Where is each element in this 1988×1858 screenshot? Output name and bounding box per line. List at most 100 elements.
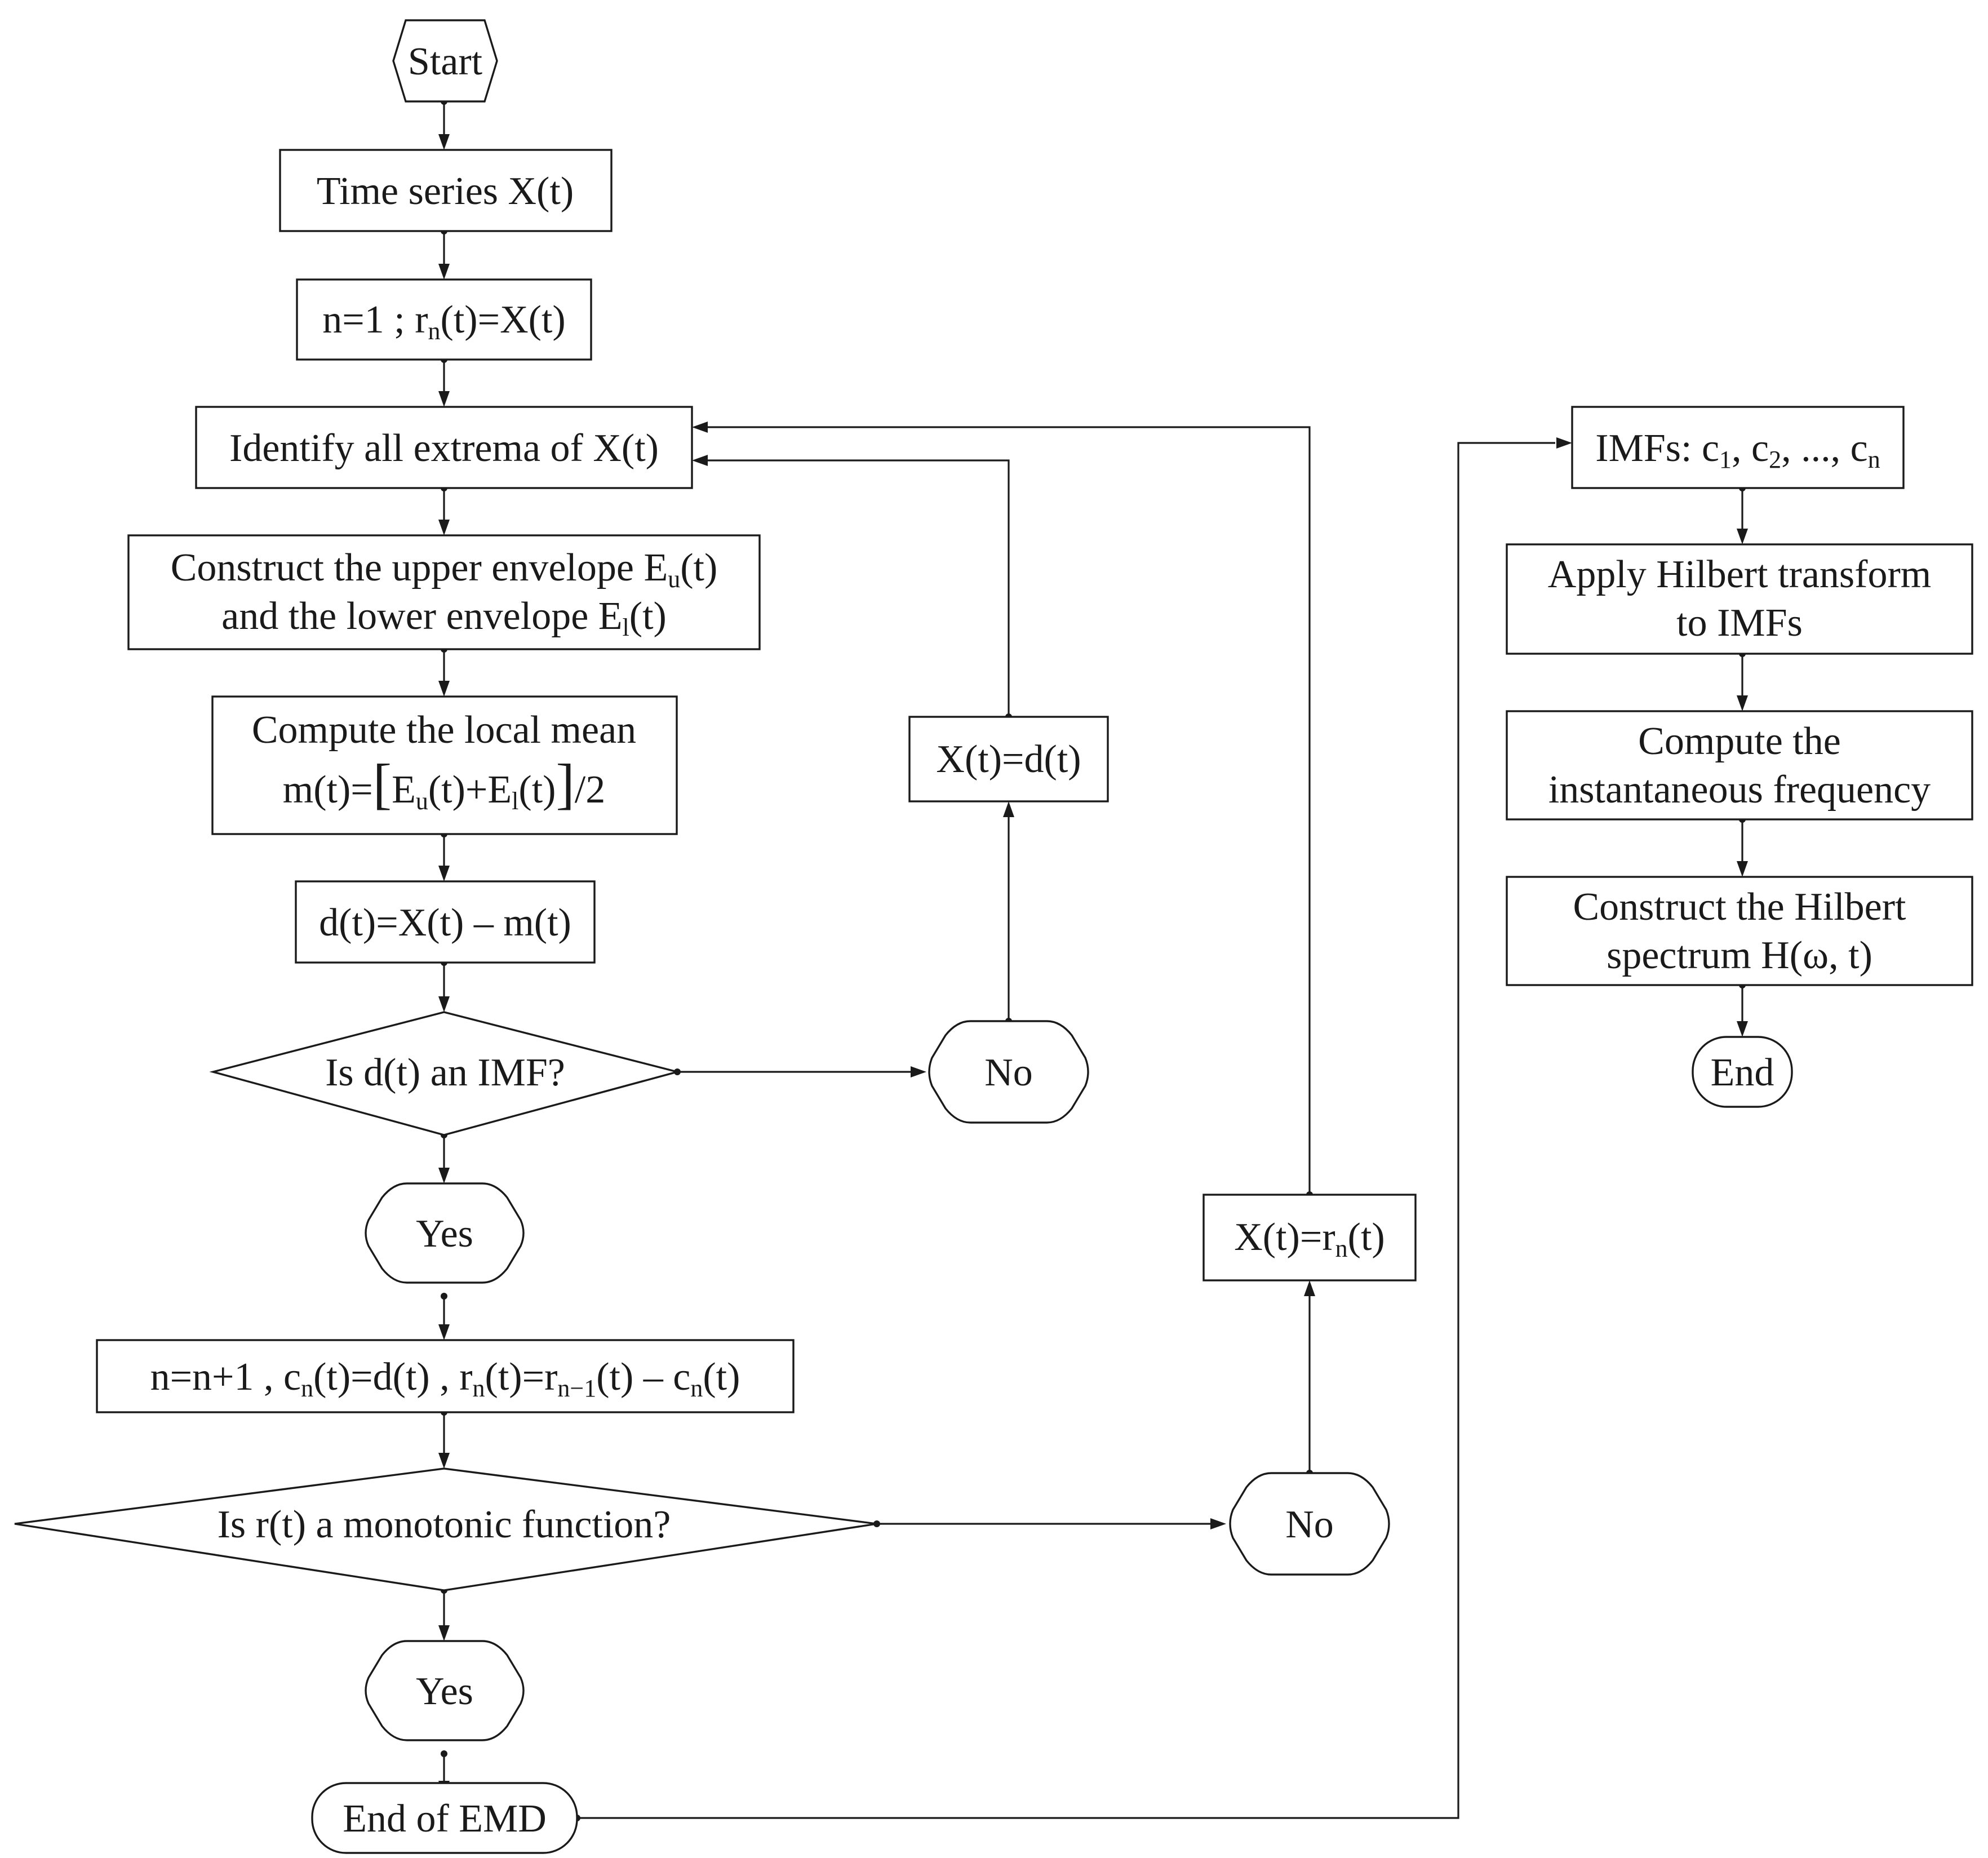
detail-box: d(t)=X(t) – m(t)	[295, 880, 596, 964]
junction-dot	[441, 1750, 447, 1757]
local-mean-subscript: l	[512, 787, 518, 815]
connector-end-emd-to-imfs	[577, 442, 1555, 1819]
update-subscript: n−1	[557, 1374, 596, 1402]
arrowhead-identify-to-envelope	[438, 520, 450, 535]
imfs-part: , ..., c	[1781, 427, 1868, 470]
arrowhead-detail-to-decision	[438, 996, 450, 1012]
yes-imf-label: Yes	[416, 1212, 473, 1256]
init-label-subscript: n	[428, 317, 441, 345]
no-monotonic-label: No	[1285, 1503, 1334, 1546]
envelope-line2-part: (t)	[629, 595, 667, 638]
x-eq-r-part: X(t)=r	[1234, 1216, 1335, 1259]
local-mean-part: (t)	[518, 768, 556, 812]
hilbert-spectrum-label-line1: Construct the Hilbert	[1573, 885, 1906, 929]
arrowhead-start-to-timeseries	[438, 134, 450, 150]
junction-dot	[441, 1293, 447, 1300]
x-eq-d-box: X(t)=d(t)	[908, 716, 1109, 802]
arrowhead-init-to-identify	[438, 391, 450, 407]
arrowhead-x-eq-r-to-identify	[692, 422, 708, 433]
no-imf-terminal: No	[928, 1020, 1089, 1124]
local-mean-subscript: u	[416, 787, 428, 815]
arrowhead-instfreq-to-spectrum	[1737, 861, 1748, 877]
connector-x-eq-d-to-identify	[704, 459, 1010, 717]
end-of-emd-terminal: End of EMD	[311, 1782, 578, 1854]
end-label: End	[1711, 1051, 1774, 1094]
arrowhead-decision-imf-to-yes	[438, 1168, 450, 1183]
no-monotonic-terminal: No	[1229, 1472, 1390, 1576]
x-eq-r-label: X(t)=rn(t)	[1234, 1216, 1385, 1262]
init-label: n=1 ; rn(t)=X(t)	[322, 298, 565, 345]
envelope-box: Construct the upper envelope Eu(t) and t…	[127, 534, 761, 650]
arrowhead-timeseries-to-init	[438, 264, 450, 280]
end-terminal: End	[1692, 1036, 1793, 1108]
arrowhead-x-eq-d-to-identify	[692, 455, 708, 466]
local-mean-label-line1: Compute the local mean	[252, 708, 636, 752]
arrowhead-imfs-to-hilbert	[1737, 529, 1748, 544]
arrowhead-no-imf-to-x-eq-d	[1003, 801, 1014, 817]
local-mean-bracket-open: [	[373, 752, 392, 815]
arrowhead-end-emd-to-imfs	[1556, 437, 1572, 449]
arrowhead-spectrum-to-end	[1737, 1021, 1748, 1037]
imfs-subscript: n	[1868, 446, 1880, 473]
arrowhead-update-to-decision	[438, 1453, 450, 1469]
no-imf-label: No	[984, 1051, 1033, 1094]
init-box: n=1 ; rn(t)=X(t)	[296, 278, 592, 361]
arrowhead-decision-imf-to-no	[911, 1066, 926, 1077]
local-mean-part: (t)+E	[428, 768, 512, 812]
arrowhead-hilbert-to-instfreq	[1737, 695, 1748, 711]
imfs-box: IMFs: c1, c2, ..., cn	[1571, 406, 1905, 489]
identify-extrema-box: Identify all extrema of X(t)	[195, 406, 693, 489]
local-mean-part: m(t)=	[283, 768, 373, 812]
update-part: n=n+1 , c	[150, 1355, 301, 1399]
update-box: n=n+1 , cn(t)=d(t) , rn(t)=rn−1(t) – cn(…	[96, 1339, 795, 1413]
yes-imf-terminal: Yes	[365, 1182, 525, 1284]
envelope-label-line2: and the lower envelope El(t)	[221, 595, 667, 641]
envelope-line1-subscript: u	[668, 565, 680, 593]
arrowheads	[438, 134, 1748, 1797]
decision-is-monotonic: Is r(t) a monotonic function?	[14, 1467, 877, 1591]
hilbert-transform-box: Apply Hilbert transform to IMFs	[1506, 543, 1973, 655]
x-eq-r-box: X(t)=rn(t)	[1202, 1194, 1417, 1281]
imfs-subscript: 2	[1769, 446, 1781, 473]
update-part: (t)	[703, 1355, 740, 1399]
update-part: (t) – c	[596, 1355, 690, 1399]
update-subscript: n	[301, 1374, 313, 1402]
x-eq-d-label: X(t)=d(t)	[936, 738, 1081, 781]
time-series-box: Time series X(t)	[279, 149, 613, 232]
local-mean-part: E	[392, 768, 416, 812]
envelope-line1-part: Construct the upper envelope E	[171, 546, 668, 589]
arrowhead-localmean-to-detail	[438, 866, 450, 881]
envelope-line1-part: (t)	[680, 546, 717, 589]
imfs-label: IMFs: c1, c2, ..., cn	[1595, 427, 1880, 473]
imfs-subscript: 1	[1719, 446, 1732, 473]
local-mean-label-line2: m(t)=[Eu(t)+El(t)]/2	[283, 752, 605, 815]
local-mean-box: Compute the local mean m(t)=[Eu(t)+El(t)…	[211, 695, 678, 835]
yes-monotonic-terminal: Yes	[365, 1640, 525, 1741]
end-of-emd-label: End of EMD	[343, 1797, 547, 1841]
arrowhead-yes-imf-to-update	[438, 1324, 450, 1340]
arrowhead-decision-mono-to-no	[1210, 1518, 1226, 1529]
x-eq-r-part: (t)	[1348, 1216, 1385, 1259]
connector-x-eq-r-to-identify	[704, 426, 1311, 1195]
yes-monotonic-label: Yes	[416, 1670, 473, 1713]
time-series-label: Time series X(t)	[317, 170, 574, 213]
envelope-label-line1: Construct the upper envelope Eu(t)	[171, 546, 718, 593]
hilbert-spectrum-label-line2: spectrum H(ω, t)	[1607, 934, 1872, 977]
arrowhead-envelope-to-localmean	[438, 681, 450, 697]
update-subscript: n	[690, 1374, 703, 1402]
envelope-line2-subscript: l	[623, 614, 629, 641]
hilbert-transform-label-line1: Apply Hilbert transform	[1548, 553, 1931, 596]
instantaneous-frequency-box: Compute the instantaneous frequency	[1506, 710, 1973, 821]
hilbert-spectrum-box: Construct the Hilbert spectrum H(ω, t)	[1506, 876, 1973, 986]
update-label: n=n+1 , cn(t)=d(t) , rn(t)=rn−1(t) – cn(…	[150, 1355, 740, 1402]
update-part: (t)=d(t) , r	[313, 1355, 472, 1399]
local-mean-part: /2	[575, 768, 605, 812]
instantaneous-frequency-label-line1: Compute the	[1638, 720, 1841, 763]
decision-is-monotonic-label: Is r(t) a monotonic function?	[218, 1503, 671, 1546]
detail-label: d(t)=X(t) – m(t)	[319, 901, 571, 944]
arrowhead-no-mono-to-x-eq-r	[1304, 1280, 1315, 1296]
x-eq-r-subscript: n	[1335, 1235, 1348, 1262]
identify-extrema-label: Identify all extrema of X(t)	[229, 427, 659, 470]
decision-is-imf: Is d(t) an IMF?	[209, 1011, 681, 1136]
